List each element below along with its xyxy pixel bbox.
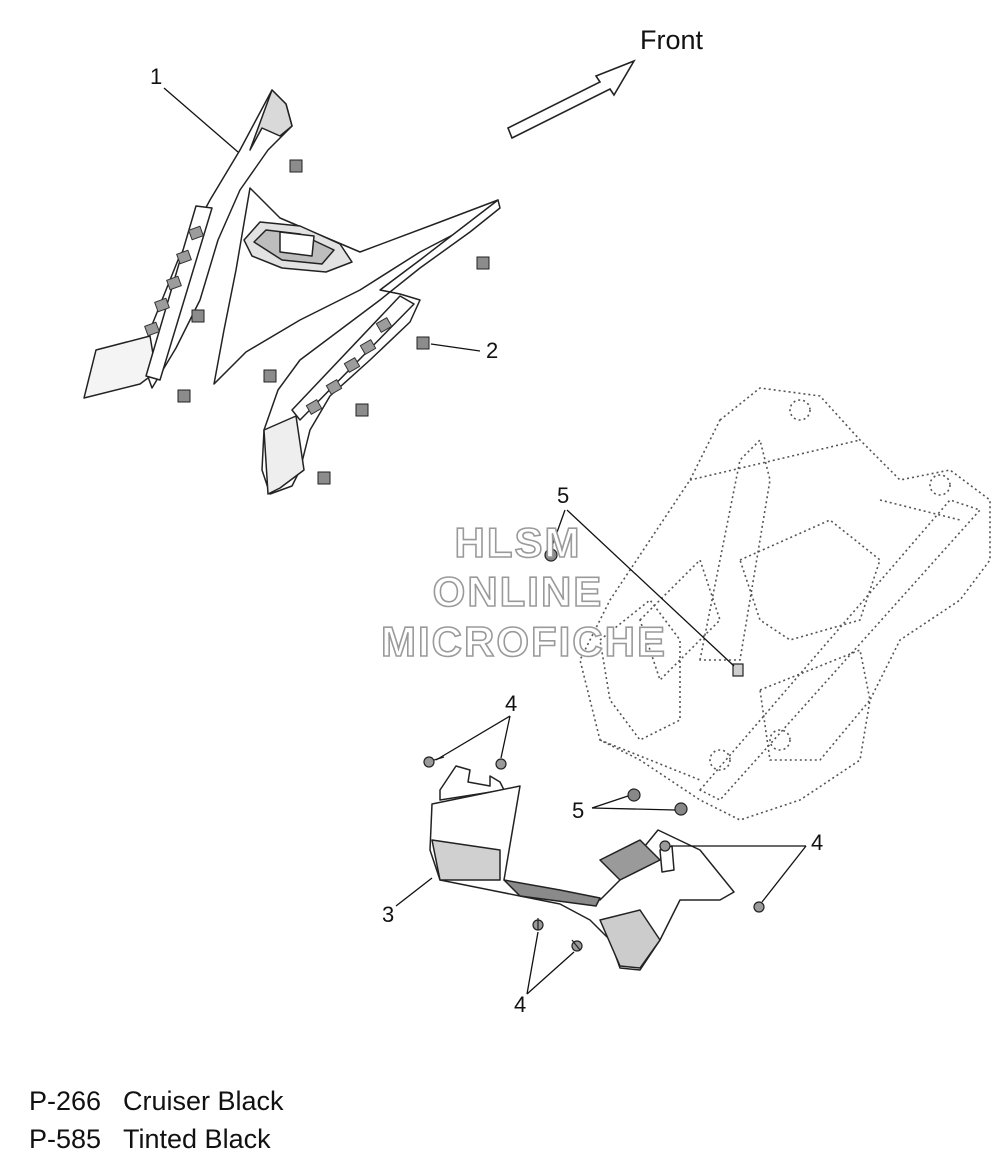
part-3-lower-panel: 3 (382, 765, 735, 971)
legend-code-1: P-266 (29, 1086, 102, 1116)
part-5-nuts: 5 5 (544, 483, 744, 823)
legend-row-2: P-585 Tinted Black (14, 1093, 271, 1155)
legend-name-1: Cruiser Black (123, 1086, 284, 1116)
watermark-line-2: ONLINE (433, 568, 604, 615)
callout-2: 2 (486, 338, 498, 363)
front-label: Front (640, 25, 704, 55)
part-2-clips: 2 (177, 159, 498, 485)
callout-1: 1 (150, 64, 162, 89)
legend-row-1: P-266 Cruiser Black (14, 1055, 284, 1117)
part-1-upper-panel: 1 (83, 64, 501, 495)
callout-4-right: 4 (811, 830, 823, 855)
frame-reference (579, 387, 991, 821)
callout-3: 3 (382, 902, 394, 927)
legend-name-2: Tinted Black (123, 1124, 271, 1154)
part-4-screws: 4 4 4 (423, 691, 823, 1017)
watermark-line-3: MICROFICHE (381, 618, 667, 665)
callout-4-lower: 4 (514, 992, 526, 1017)
watermark-line-1: HLSM (455, 519, 582, 566)
front-arrow: Front (506, 25, 704, 140)
legend-code-2: P-585 (29, 1124, 102, 1154)
callout-5-upper: 5 (557, 483, 569, 508)
watermark: HLSM ONLINE MICROFICHE (380, 518, 667, 666)
callout-4-upper: 4 (505, 691, 517, 716)
callout-5-lower: 5 (572, 798, 584, 823)
